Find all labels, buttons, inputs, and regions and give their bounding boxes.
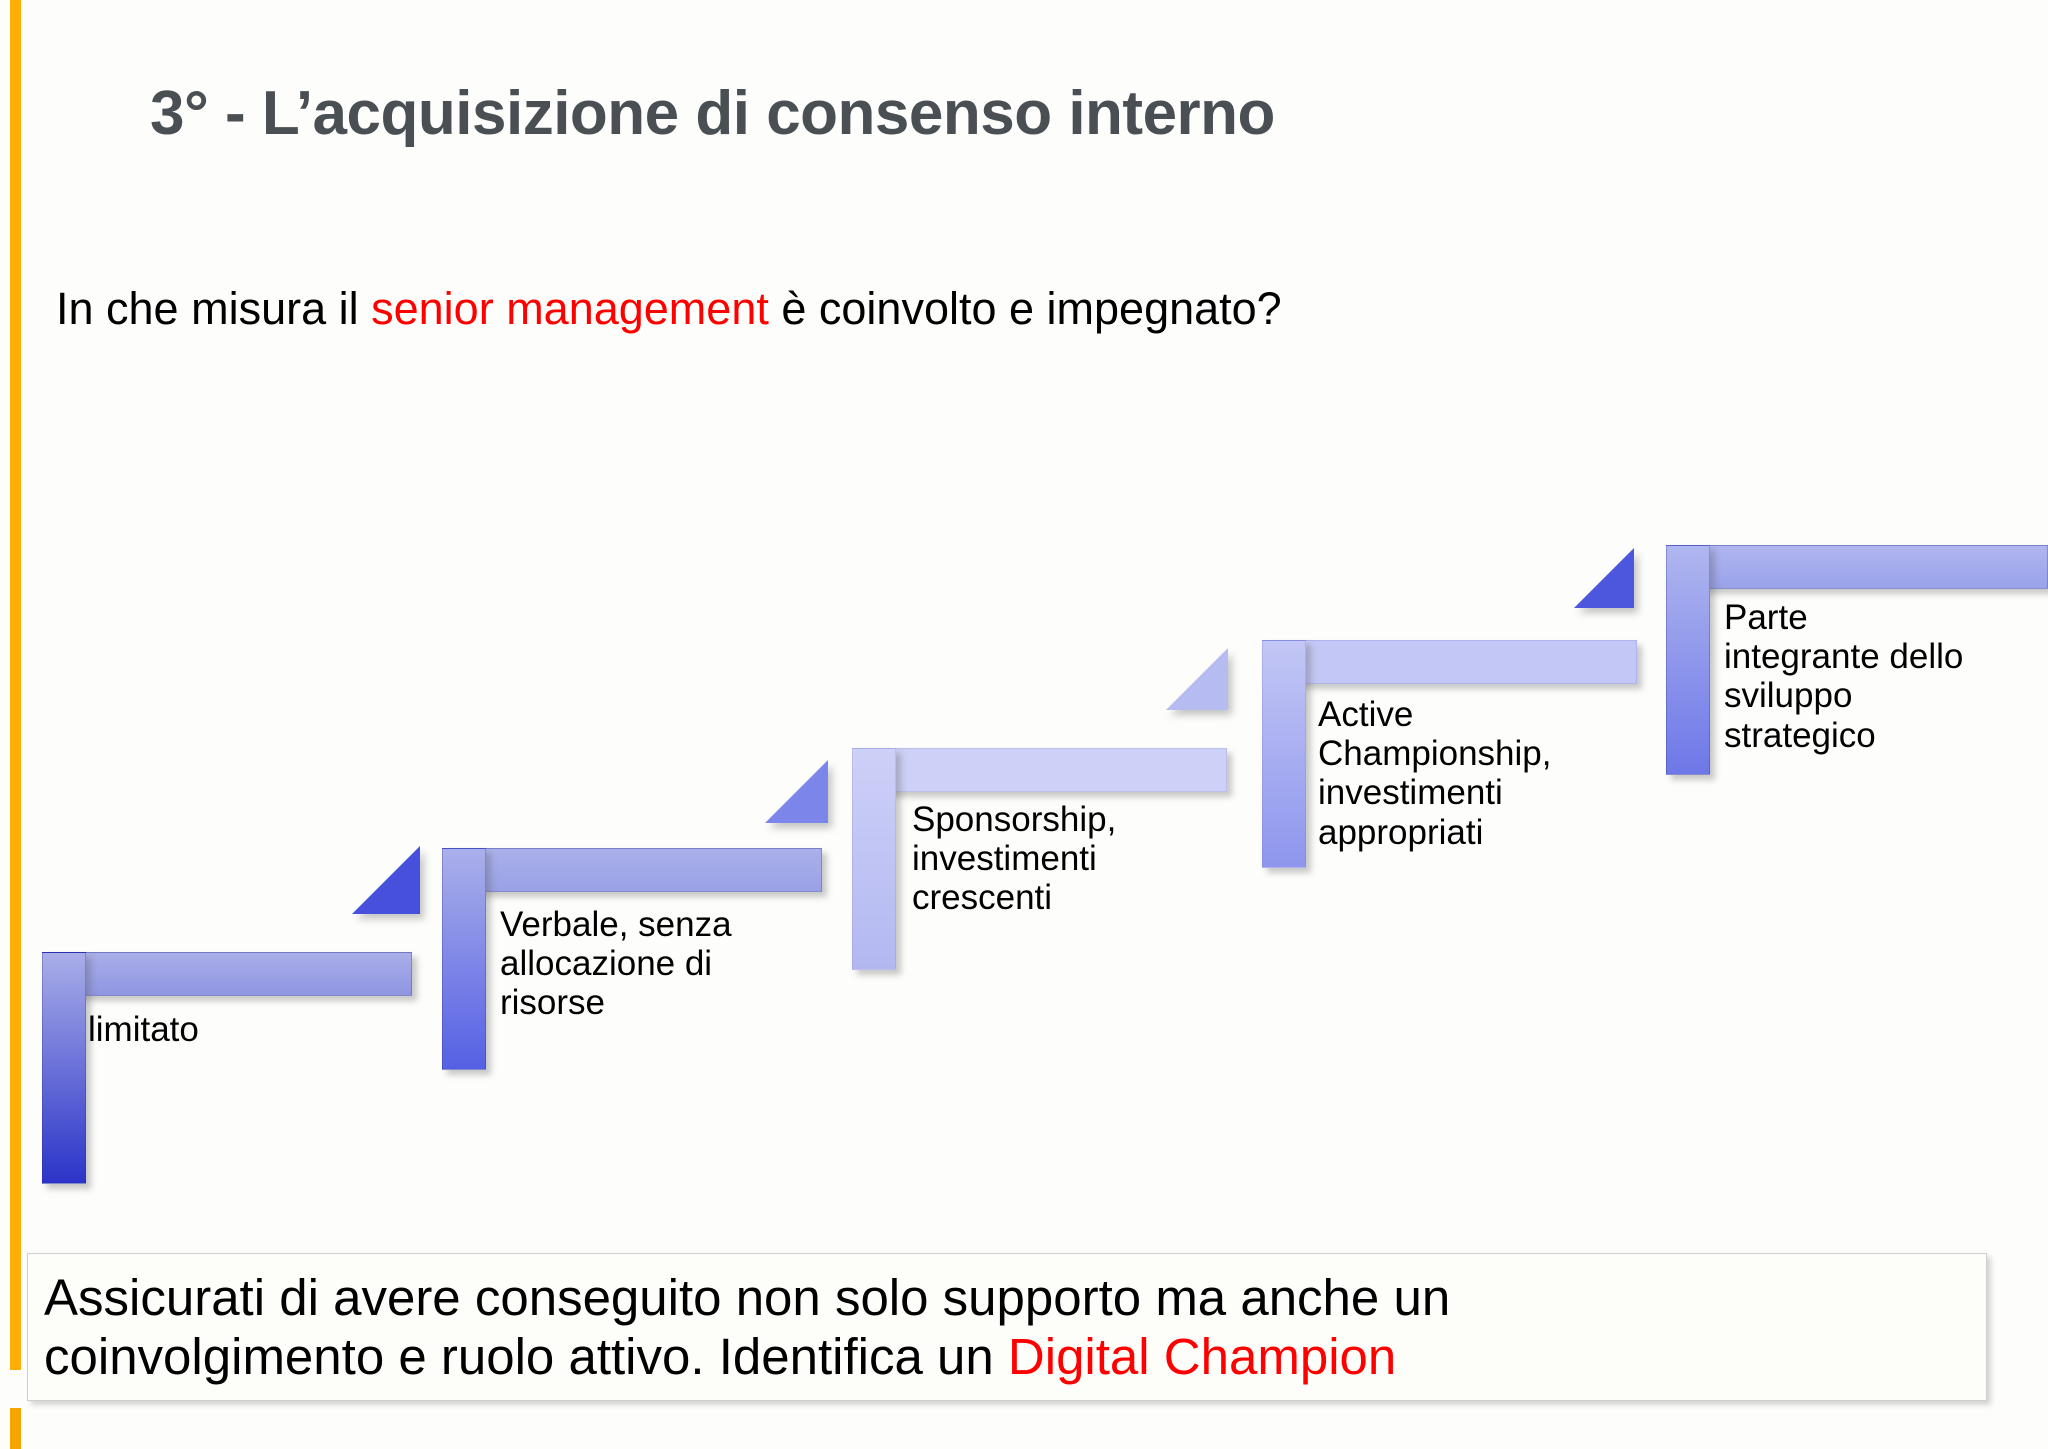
step-5-triangle-icon xyxy=(1574,548,1634,608)
left-accent-bar-middle xyxy=(10,495,21,1370)
step-1-arm xyxy=(42,952,412,996)
step-2-leg xyxy=(442,848,486,1070)
step-1-label: limitato xyxy=(88,1010,199,1049)
step-1-leg xyxy=(42,952,86,1184)
step-2-arm xyxy=(442,848,822,892)
question-highlight: senior management xyxy=(371,283,769,334)
question-text-before: In che misura il xyxy=(56,283,372,334)
step-2-triangle-icon xyxy=(352,846,420,914)
question-line: In che misura il senior management è coi… xyxy=(56,283,1282,335)
step-5-label: Parte integrante dello sviluppo strategi… xyxy=(1724,598,1964,755)
step-3-leg xyxy=(852,748,896,970)
step-4-triangle-icon xyxy=(1166,648,1228,710)
step-4-arm xyxy=(1262,640,1637,684)
question-text-after: è coinvolto e impegnato? xyxy=(768,283,1282,334)
step-4-leg xyxy=(1262,640,1306,868)
left-accent-bar-top xyxy=(10,0,21,495)
caption-line-1: Assicurati di avere conseguito non solo … xyxy=(44,1269,1451,1326)
step-3-arm xyxy=(852,748,1227,792)
caption-line-2-before: coinvolgimento e ruolo attivo. Identific… xyxy=(44,1328,1008,1386)
step-2-label: Verbale, senza allocazione di risorse xyxy=(500,905,732,1023)
step-5-arm xyxy=(1666,545,2048,589)
caption-box xyxy=(27,1253,1987,1401)
caption-highlight: Digital Champion xyxy=(1007,1328,1397,1386)
step-3-label: Sponsorship, investimenti crescenti xyxy=(912,800,1117,918)
step-4-label: Active Championship, investimenti approp… xyxy=(1318,695,1552,852)
slide-title: 3° - L’acquisizione di consenso interno xyxy=(150,79,1275,148)
left-accent-bar-bottom xyxy=(10,1408,21,1449)
caption-text: Assicurati di avere conseguito non solo … xyxy=(44,1268,1944,1386)
step-5-leg xyxy=(1666,545,1710,775)
step-3-triangle-icon xyxy=(765,760,828,823)
